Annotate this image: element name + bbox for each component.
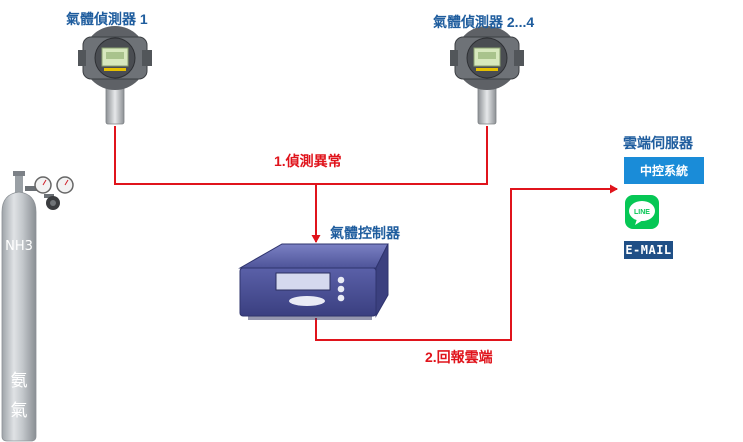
cylinder-formula-text: NH3 (5, 239, 33, 254)
connector-detector1-to-controller (114, 126, 321, 243)
pressure-gauge-2-icon (56, 176, 74, 194)
gas-detector-1-icon (78, 26, 152, 125)
email-badge: E-MAIL (624, 241, 673, 259)
cylinder-name-char1-text: 氨 (11, 371, 28, 391)
cloud-server-title: 雲端伺服器 (623, 135, 693, 151)
cylinder-name-char2-text: 氣 (11, 401, 28, 421)
detector-1-label: 氣體偵測器 1 (66, 11, 148, 27)
detector-2-label: 氣體偵測器 2...4 (433, 14, 535, 30)
gas-cylinder-icon (1, 171, 54, 442)
email-label: E-MAIL (625, 243, 672, 257)
pressure-gauge-1-icon (34, 176, 52, 194)
gas-controller-icon (238, 243, 389, 320)
step1-detect-label: 1.偵測異常 (274, 153, 342, 169)
central-control-system-label: 中控系統 (639, 164, 688, 178)
step2-report-label: 2.回報雲端 (425, 349, 493, 365)
connector-detector2-to-bus (316, 126, 488, 185)
line-app-label: LINE (634, 209, 650, 216)
gas-detector-2-icon (450, 26, 524, 125)
connector-controller-to-cloud (315, 184, 618, 341)
line-app-icon: LINE (625, 195, 659, 229)
valve-knob-icon (46, 196, 60, 210)
central-control-system-badge: 中控系統 (624, 157, 704, 184)
controller-label: 氣體控制器 (330, 225, 400, 241)
